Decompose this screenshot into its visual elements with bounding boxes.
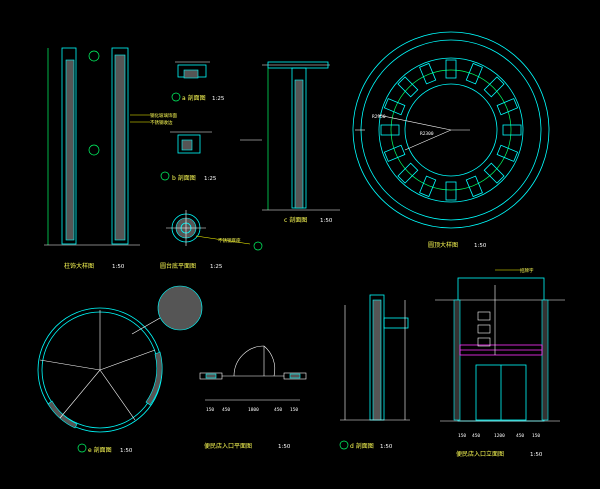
section-c-title: c 剖面图: [284, 216, 307, 224]
elev-dim-3: 1200: [494, 433, 505, 439]
column-detail-title: 柱饰大样图: [64, 262, 94, 270]
dome-cell: [483, 162, 505, 184]
plan-dim-3: 1800: [248, 407, 259, 413]
entrance-plan-title: 便民店入口平面图: [204, 442, 252, 450]
dome-radius-outer: R2950: [372, 114, 386, 120]
ceiling-dome-drawing: R2950 R2300: [352, 31, 550, 229]
dome-cell: [380, 124, 400, 136]
dome-cell: [419, 62, 437, 85]
entrance-elevation-drawing: 招牌字 150 450 1200 450 150: [435, 267, 565, 439]
section-e-title: e 剖面图: [88, 446, 112, 454]
elev-dim-5: 150: [532, 433, 540, 439]
plan-dim-2: 450: [222, 407, 230, 413]
section-b-title: b 剖面图: [172, 174, 196, 182]
section-d-scale: 1:50: [380, 444, 393, 450]
section-c-drawing: [240, 61, 340, 211]
dome-cell: [465, 175, 483, 198]
entrance-plan-drawing: 150 450 1800 450 150: [199, 345, 307, 413]
entrance-plan-scale: 1:50: [278, 444, 291, 450]
base-plan-title: 圆台底平面图: [160, 262, 196, 270]
svg-text:钢化玻璃饰面: 钢化玻璃饰面: [150, 112, 177, 119]
dome-cell: [397, 162, 419, 184]
base-plan-drawing: 不锈钢底座: [166, 210, 263, 251]
svg-text:不锈钢底座: 不锈钢底座: [218, 237, 241, 244]
base-plan-scale: 1:25: [210, 264, 223, 270]
elev-dim-4: 450: [516, 433, 524, 439]
section-b-drawing: [160, 131, 212, 181]
svg-text:招牌字: 招牌字: [520, 267, 534, 274]
section-e-drawing: [37, 285, 203, 453]
section-e-scale: 1:50: [120, 448, 133, 454]
dome-cell: [496, 98, 519, 116]
dome-cell: [502, 124, 522, 136]
dome-cell: [445, 181, 457, 201]
dome-cell: [483, 76, 505, 98]
dome-cell: [383, 144, 406, 162]
plan-dim-4: 450: [274, 407, 282, 413]
dome-cell: [496, 144, 519, 162]
svg-text:不锈钢收边: 不锈钢收边: [150, 119, 173, 126]
section-d-drawing: [339, 294, 410, 450]
plan-dim-5: 150: [290, 407, 298, 413]
section-d-title: d 剖面图: [350, 442, 374, 450]
column-detail-drawing: 钢化玻璃饰面 不锈钢收边: [44, 47, 177, 246]
ceiling-scale: 1:50: [474, 243, 487, 249]
dome-cell: [383, 98, 406, 116]
ceiling-title: 圆顶大样图: [428, 241, 458, 249]
dome-cell: [419, 175, 437, 198]
dome-cell: [465, 62, 483, 85]
column-detail-scale: 1:50: [112, 264, 125, 270]
section-a-scale: 1:25: [212, 96, 225, 102]
section-a-drawing: [171, 61, 210, 102]
dome-radius-inner: R2300: [420, 131, 434, 137]
elev-dim-2: 450: [472, 433, 480, 439]
plan-dim-1: 150: [206, 407, 214, 413]
dome-cell: [445, 59, 457, 79]
entrance-elev-scale: 1:50: [530, 452, 543, 458]
section-b-scale: 1:25: [204, 176, 217, 182]
entrance-elev-title: 便民店入口立面图: [456, 450, 504, 458]
section-a-title: a 剖面图: [182, 94, 206, 102]
elev-dim-1: 150: [458, 433, 466, 439]
section-c-scale: 1:50: [320, 218, 333, 224]
dome-cell: [397, 76, 419, 98]
